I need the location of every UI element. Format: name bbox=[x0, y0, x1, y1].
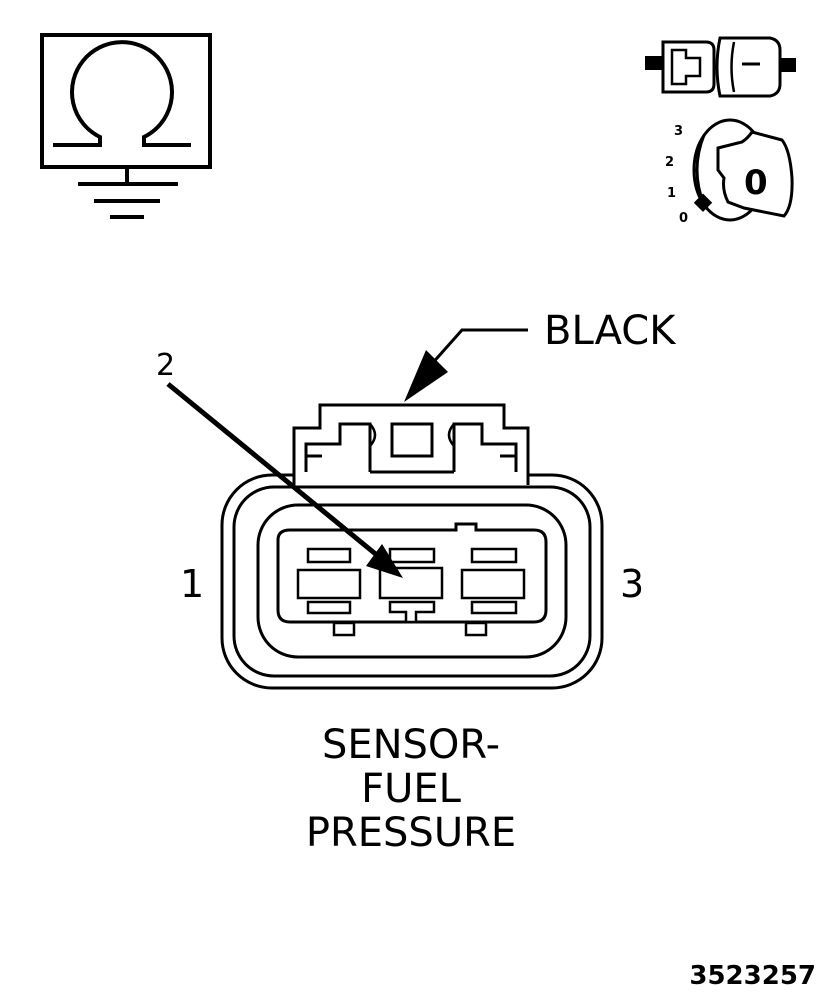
ohm-symbol bbox=[53, 40, 191, 147]
latch-tab bbox=[390, 422, 434, 458]
connector-shell-inner bbox=[232, 485, 592, 678]
ignition-pos-3: 3 bbox=[674, 124, 683, 139]
latch-right-curve bbox=[447, 423, 455, 447]
figure-id: 3523257 bbox=[689, 961, 816, 991]
wire-right bbox=[780, 58, 796, 72]
connector-face bbox=[220, 403, 604, 690]
terminal-pin-1 bbox=[296, 547, 362, 637]
plug-right bbox=[715, 36, 782, 98]
ohm-frame bbox=[40, 33, 212, 169]
plug-right-rim bbox=[730, 41, 736, 93]
latch-right-wall bbox=[452, 422, 518, 472]
color-leader bbox=[404, 328, 528, 402]
terminal-pin-3 bbox=[460, 547, 526, 637]
caption-line-3: PRESSURE bbox=[306, 810, 516, 856]
plug-left-latch bbox=[670, 48, 702, 86]
ignition-key-label: 0 bbox=[744, 163, 768, 203]
ignition-key-icon: 3 2 1 0 0 bbox=[665, 118, 794, 226]
ignition-pos-2: 2 bbox=[665, 155, 674, 170]
caption-line-2: FUEL bbox=[361, 766, 462, 812]
color-leader-line bbox=[428, 328, 528, 367]
pin-number-1: 1 bbox=[180, 562, 204, 606]
ignition-pos-1: 1 bbox=[667, 186, 676, 201]
latch-left-curve bbox=[369, 423, 377, 447]
latch-left-wall bbox=[304, 422, 372, 472]
connector-color-label: BLACK bbox=[544, 308, 677, 354]
pin2-leader-line bbox=[166, 382, 380, 558]
plug-left bbox=[661, 40, 716, 94]
ignition-pos-0: 0 bbox=[679, 211, 688, 226]
color-leader-arrowhead bbox=[404, 350, 448, 402]
ignition-pointer bbox=[693, 193, 713, 212]
pin2-leader-arrowhead bbox=[366, 544, 403, 578]
pin-number-3: 3 bbox=[620, 562, 644, 606]
ohm-ground-icon bbox=[40, 33, 212, 219]
pin2-leader bbox=[166, 382, 403, 578]
wire-left bbox=[645, 56, 663, 70]
pin-number-2: 2 bbox=[156, 348, 175, 383]
disconnect-connector-icon bbox=[645, 36, 796, 98]
ignition-key bbox=[716, 130, 794, 218]
caption-line-1: SENSOR- bbox=[322, 722, 500, 768]
terminal-pin-2 bbox=[378, 547, 444, 624]
